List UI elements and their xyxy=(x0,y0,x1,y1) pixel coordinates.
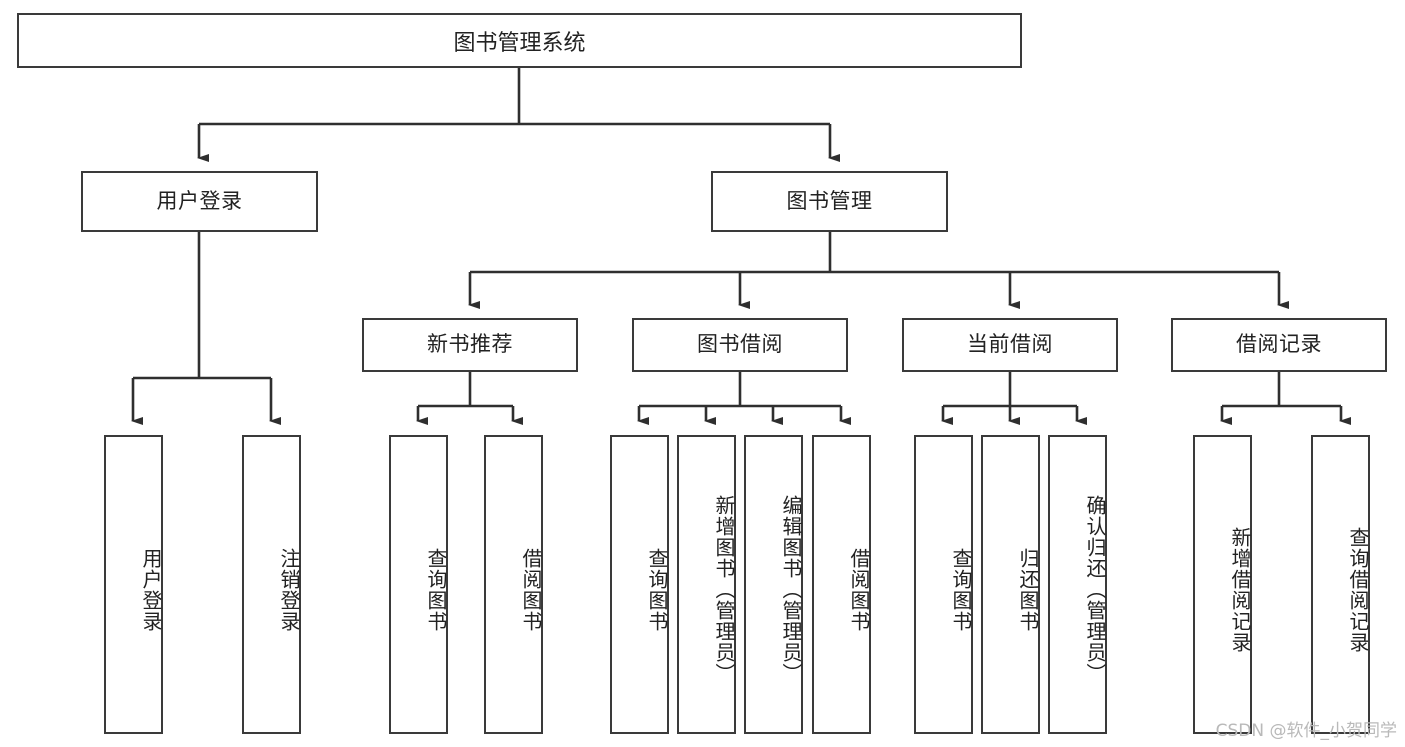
node-label: 图书管理系统 xyxy=(453,30,586,56)
node-label: 编辑图书（管理员） xyxy=(779,495,803,684)
node-label: 图书管理 xyxy=(786,188,873,213)
leaf-borrow-add-book-admin[interactable]: 新增图书（管理员） xyxy=(677,435,736,734)
leaf-user-logout[interactable]: 注销登录 xyxy=(242,435,301,734)
leaf-user-login[interactable]: 用户登录 xyxy=(104,435,163,734)
node-label: 新书推荐 xyxy=(427,332,513,357)
node-current-borrow[interactable]: 当前借阅 xyxy=(902,318,1118,372)
node-label: 用户登录 xyxy=(139,547,163,632)
node-book-management[interactable]: 图书管理 xyxy=(711,171,948,232)
node-label: 确认归还（管理员） xyxy=(1083,495,1107,684)
node-root-system[interactable]: 图书管理系统 xyxy=(17,13,1022,68)
node-label: 新增图书（管理员） xyxy=(712,495,736,684)
node-label: 图书借阅 xyxy=(697,332,783,357)
node-new-book-recommend[interactable]: 新书推荐 xyxy=(362,318,578,372)
node-label: 用户登录 xyxy=(156,188,243,213)
leaf-recommend-query-book[interactable]: 查询图书 xyxy=(389,435,448,734)
node-label: 查询图书 xyxy=(949,547,973,632)
leaf-record-query-record[interactable]: 查询借阅记录 xyxy=(1311,435,1370,734)
node-label: 归还图书 xyxy=(1016,547,1040,632)
node-label: 借阅图书 xyxy=(519,547,543,632)
node-label: 借阅图书 xyxy=(847,547,871,632)
leaf-borrow-borrow-book[interactable]: 借阅图书 xyxy=(812,435,871,734)
node-book-borrow[interactable]: 图书借阅 xyxy=(632,318,848,372)
node-label: 新增借阅记录 xyxy=(1228,526,1252,653)
leaf-borrow-edit-book-admin[interactable]: 编辑图书（管理员） xyxy=(744,435,803,734)
node-label: 查询图书 xyxy=(645,547,669,632)
leaf-current-query-book[interactable]: 查询图书 xyxy=(914,435,973,734)
leaf-current-return-book[interactable]: 归还图书 xyxy=(981,435,1040,734)
leaf-borrow-query-book[interactable]: 查询图书 xyxy=(610,435,669,734)
node-label: 注销登录 xyxy=(277,547,301,632)
leaf-current-confirm-return-admin[interactable]: 确认归还（管理员） xyxy=(1048,435,1107,734)
node-label: 当前借阅 xyxy=(967,332,1053,357)
leaf-record-add-record[interactable]: 新增借阅记录 xyxy=(1193,435,1252,734)
leaf-recommend-borrow-book[interactable]: 借阅图书 xyxy=(484,435,543,734)
node-label: 查询借阅记录 xyxy=(1346,526,1370,653)
node-borrow-record[interactable]: 借阅记录 xyxy=(1171,318,1387,372)
node-label: 查询图书 xyxy=(424,547,448,632)
node-user-login[interactable]: 用户登录 xyxy=(81,171,318,232)
node-label: 借阅记录 xyxy=(1236,332,1322,357)
